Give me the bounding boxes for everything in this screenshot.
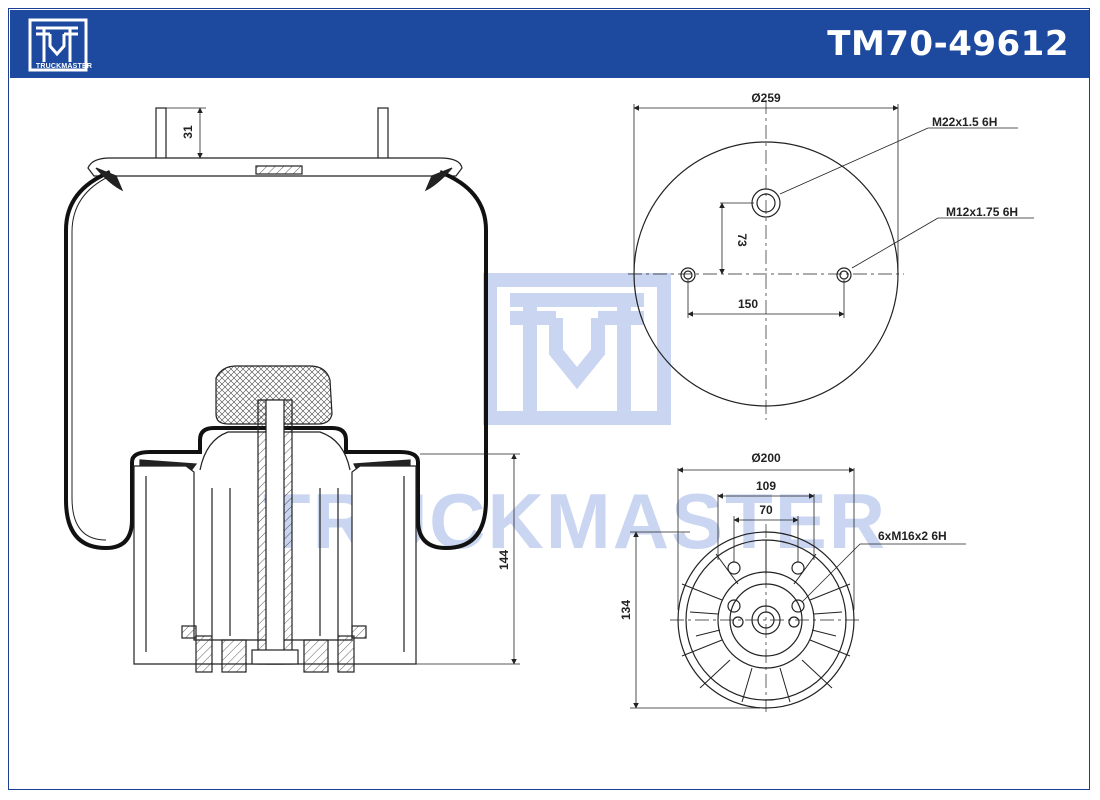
top-dimensions — [633, 104, 1034, 318]
inner-width-label: 70 — [759, 503, 773, 517]
mount-hole — [791, 599, 805, 613]
side-dimensions — [166, 107, 520, 665]
top-diameter-label: Ø259 — [751, 91, 781, 105]
side-thread-label: M12x1.75 6H — [946, 205, 1018, 219]
watermark-logo — [483, 273, 671, 425]
stud-spacing-label: 150 — [738, 297, 758, 311]
brand-name: TRUCKMASTER — [35, 63, 93, 70]
ribs — [681, 540, 851, 703]
truckmaster-logo — [28, 18, 88, 72]
side-view — [64, 107, 488, 673]
mount-hole — [788, 616, 800, 628]
bottom-height-label: 134 — [619, 600, 633, 620]
mount-hole — [732, 616, 744, 628]
center-offset-label: 73 — [735, 233, 749, 247]
stud-height-label: 31 — [181, 125, 195, 139]
bottom-view — [670, 524, 862, 712]
stud-hole-right — [836, 267, 852, 283]
bottom-diameter-label: Ø200 — [751, 451, 781, 465]
part-number: TM70-49612 — [827, 24, 1069, 64]
bumper — [215, 365, 333, 425]
header-bar: TRUCKMASTER TM70-49612 — [10, 10, 1089, 78]
bottom-dimensions — [630, 467, 966, 709]
center-thread-label: M22x1.5 6H — [932, 115, 997, 129]
bottom-thread-label: 6xM16x2 6H — [878, 529, 947, 543]
outer-width-label: 109 — [756, 479, 776, 493]
stud-hole-left — [680, 267, 696, 283]
piston-height-label: 144 — [497, 550, 511, 570]
drawing-frame — [8, 8, 1090, 790]
mount-hole — [727, 599, 741, 613]
